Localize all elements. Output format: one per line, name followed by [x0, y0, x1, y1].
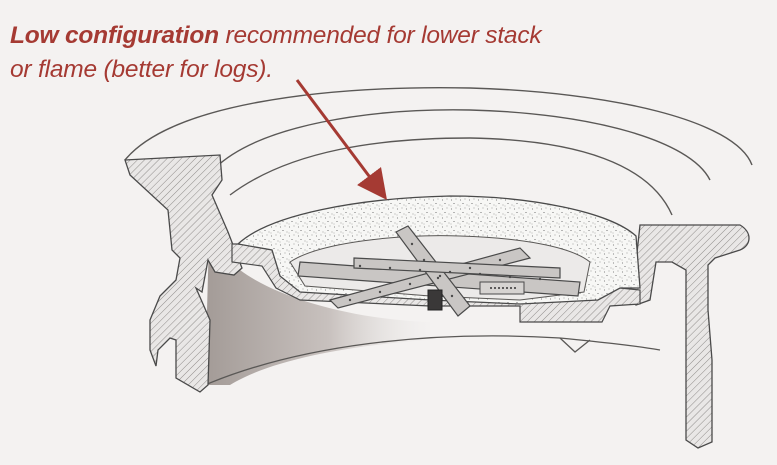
inner-wall-lines	[204, 335, 661, 386]
gas-inlet	[427, 281, 525, 311]
burner-ports	[348, 242, 542, 302]
caption: Low configuration recommended for lower …	[10, 19, 610, 87]
pointer-arrow	[295, 79, 387, 200]
caption-line2: or flame (better for logs).	[10, 56, 273, 83]
right-wall-section	[629, 224, 750, 449]
caption-line1: recommended for lower stack	[218, 22, 542, 49]
inner-wall-shadow	[205, 200, 430, 385]
caption-highlight: Low configuration	[10, 22, 219, 49]
outer-rim	[124, 87, 753, 216]
